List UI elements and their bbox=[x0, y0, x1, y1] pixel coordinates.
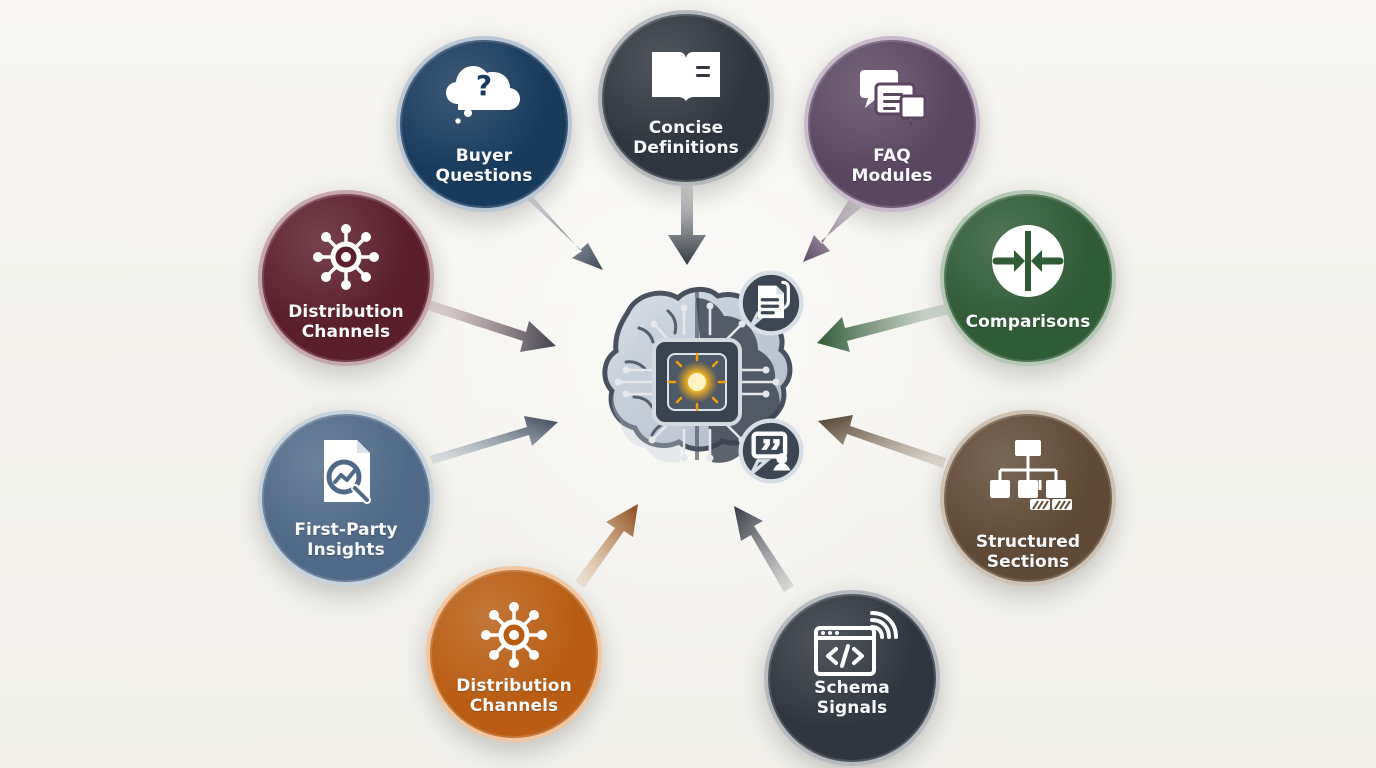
concise-definitions-line-1: Concise bbox=[648, 118, 724, 138]
network-node-icon bbox=[300, 216, 392, 298]
node-label-schema-signals: Schema Signals bbox=[782, 678, 922, 718]
central-ai-brain bbox=[584, 270, 810, 484]
question-bubble-icon: ? bbox=[438, 56, 530, 138]
faq-modules-line-2: Modules bbox=[851, 166, 933, 186]
node-schema-signals: Schema Signals bbox=[764, 590, 940, 766]
arrow-first-party-insights bbox=[430, 416, 558, 464]
chat-bubbles-icon bbox=[846, 58, 938, 140]
hierarchy-icon bbox=[982, 434, 1074, 516]
structured-line-1: Structured bbox=[975, 532, 1081, 552]
distribution-left-line-2: Channels bbox=[301, 322, 391, 342]
node-label-faq-modules: FAQ Modules bbox=[822, 146, 962, 186]
arrow-comparisons bbox=[817, 304, 949, 352]
network-node-icon bbox=[468, 594, 560, 676]
concise-definitions-line-2: Definitions bbox=[633, 138, 739, 158]
arrow-structured-sections bbox=[818, 415, 946, 468]
node-comparisons: Comparisons bbox=[940, 190, 1116, 366]
first-party-line-1: First-Party bbox=[294, 520, 398, 540]
first-party-line-2: Insights bbox=[307, 540, 385, 560]
document-clip-icon bbox=[738, 270, 804, 336]
report-search-icon bbox=[300, 432, 392, 514]
arrow-distribution-channels-bottom bbox=[575, 504, 638, 588]
quote-user-icon bbox=[738, 418, 804, 484]
distribution-bottom-line-2: Channels bbox=[469, 696, 559, 716]
node-label-distribution-channels-bottom: Distribution Channels bbox=[444, 676, 584, 716]
node-faq-modules: FAQ Modules bbox=[804, 36, 980, 212]
comparisons-line-1: Comparisons bbox=[965, 312, 1091, 332]
buyer-questions-line-2: Questions bbox=[435, 166, 533, 186]
svg-text:?: ? bbox=[476, 69, 492, 102]
distribution-bottom-line-1: Distribution bbox=[456, 676, 572, 696]
node-label-comparisons: Comparisons bbox=[958, 312, 1098, 332]
code-window-icon bbox=[806, 610, 898, 692]
compare-arrows-icon bbox=[982, 220, 1074, 302]
node-structured-sections: Structured Sections bbox=[940, 410, 1116, 586]
distribution-left-line-1: Distribution bbox=[288, 302, 404, 322]
node-label-buyer-questions: Buyer Questions bbox=[414, 146, 554, 186]
node-concise-definitions: Concise Definitions bbox=[598, 10, 774, 186]
arrow-concise-definitions bbox=[668, 186, 706, 265]
node-buyer-questions: ? Buyer Questions bbox=[396, 36, 572, 212]
schema-signals-line-1: Schema bbox=[814, 678, 890, 698]
arrow-schema-signals bbox=[734, 506, 794, 592]
faq-modules-line-1: FAQ bbox=[873, 146, 911, 166]
node-distribution-channels-left: Distribution Channels bbox=[258, 190, 434, 366]
node-label-first-party-insights: First-Party Insights bbox=[276, 520, 416, 560]
schema-signals-line-2: Signals bbox=[816, 698, 888, 718]
arrow-distribution-channels-left bbox=[427, 300, 556, 352]
structured-line-2: Sections bbox=[986, 552, 1070, 572]
arrow-buyer-questions bbox=[528, 196, 603, 270]
node-label-concise-definitions: Concise Definitions bbox=[616, 118, 756, 158]
ai-brain-chip-icon bbox=[602, 287, 793, 463]
node-first-party-insights: First-Party Insights bbox=[258, 410, 434, 586]
node-distribution-channels-bottom: Distribution Channels bbox=[426, 566, 602, 742]
buyer-questions-line-1: Buyer bbox=[455, 146, 513, 166]
node-label-structured-sections: Structured Sections bbox=[958, 532, 1098, 572]
book-icon bbox=[640, 34, 732, 116]
node-label-distribution-channels-left: Distribution Channels bbox=[276, 302, 416, 342]
arrow-faq-modules bbox=[803, 196, 863, 262]
